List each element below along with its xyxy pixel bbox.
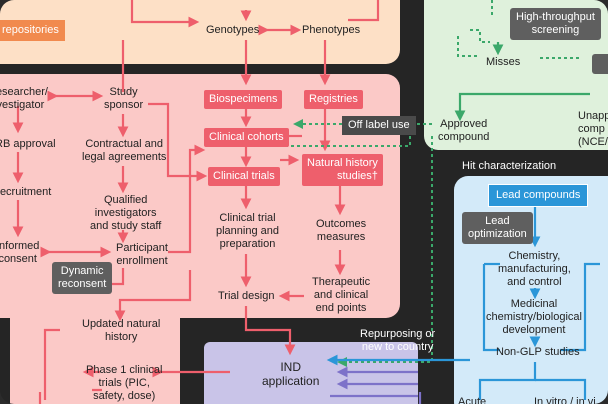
hit-characterization-label: Hit characterization (462, 160, 557, 172)
therapeutic-endpoints-node: Therapeutic and clinical end points (312, 276, 371, 314)
contractual-node: Contractual and legal agreements (82, 138, 167, 163)
study-sponsor-node: Study sponsor (104, 86, 144, 111)
ind-application-node: IND application (262, 360, 320, 388)
phenotypes-node: Phenotypes (302, 24, 361, 36)
researcher-node: Researcher/ investigator (0, 86, 48, 111)
off-label-use-box: Off label use (342, 116, 416, 135)
acute-node: Acute (458, 396, 487, 404)
high-throughput-box: High-throughput screening (510, 8, 601, 40)
non-glp-node: Non-GLP studies (496, 346, 580, 358)
in-vitro-node: In vitro / in vi (534, 396, 596, 404)
clinical-trials-box: Clinical trials (208, 167, 280, 186)
registries-box: Registries (304, 90, 363, 109)
green-right-box (592, 54, 608, 74)
lead-compounds-box: Lead compounds (488, 184, 589, 207)
outcomes-measures-node: Outcomes measures (316, 218, 367, 243)
unapproved-compound-node: Unapp comp (NCE/ (578, 110, 608, 148)
biospecimens-box: Biospecimens (204, 90, 283, 109)
phase1-node: Phase 1 clinical trials (PIC, safety, do… (86, 364, 163, 402)
lead-optimization-box: Lead optimization (462, 212, 533, 244)
repurposing-node: Repurposing or new to country (360, 328, 436, 353)
updated-natural-history-node: Updated natural history (82, 318, 161, 343)
clinical-cohorts-box: Clinical cohorts (204, 128, 289, 147)
informed-consent-node: Informed consent (0, 240, 40, 265)
qualified-investigators-node: Qualified investigators and study staff (90, 194, 162, 232)
clinical-panel-lower (10, 300, 180, 404)
genotypes-node: Genotypes (206, 24, 260, 36)
medicinal-chemistry-node: Medicinal chemistry/biological developme… (486, 298, 582, 336)
approved-compound-node: Approved compound (438, 118, 490, 143)
chemistry-node: Chemistry, manufacturing, and control (498, 250, 571, 288)
misses-node: Misses (486, 56, 521, 68)
dynamic-reconsent-box: Dynamic reconsent (52, 262, 113, 294)
repositories-box: repositories (0, 20, 65, 41)
irb-approval-node: IRB approval (0, 138, 56, 150)
natural-history-box: Natural history studies† (302, 154, 383, 186)
participant-enrollment-node: Participant enrollment (116, 242, 168, 267)
repositories-panel (0, 0, 400, 64)
trial-design-node: Trial design (218, 290, 275, 302)
recruitment-node: Recruitment (0, 186, 52, 198)
trial-planning-node: Clinical trial planning and preparation (216, 212, 280, 250)
